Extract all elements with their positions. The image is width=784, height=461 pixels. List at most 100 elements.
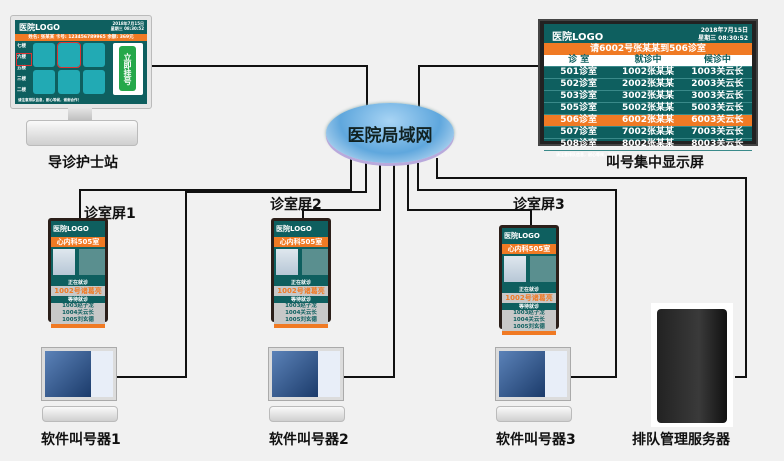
display-cell: 3002张某某 [621,91,675,101]
display-cell: 505诊室 [560,103,598,113]
waiting-title: 等待就诊 [67,297,88,303]
display-cell: 1003关云长 [691,67,744,77]
column-header: 候诊中 [703,55,731,65]
current-patient: 1002号诸葛亮 [502,293,556,303]
waiting-title: 等待就诊 [518,304,539,310]
screen-logo: 医院LOGO [19,23,60,32]
display-cell: 5003关云长 [691,103,744,113]
department-card[interactable] [58,70,80,94]
room-screen-3: 医院LOGO 心内科505室 正在就诊 1002号诸葛亮 等待就诊 1003赵子… [499,225,559,335]
link-server [436,158,747,378]
waiting-patient: 1005刘玄德 [285,317,317,323]
display-cell: 8002张某某 [621,139,675,149]
register-panel: 立即挂号 [113,43,143,95]
doctor-info [529,256,556,282]
register-button[interactable]: 立即挂号 [119,46,136,91]
link-central-display [418,65,538,108]
waiting-patient: 1005刘玄德 [513,324,545,330]
department-card[interactable] [33,43,55,67]
keyboard-icon [26,120,138,146]
nurse-station-label: 导诊护士站 [48,155,118,171]
room-screen-logo: 医院LOGO [504,232,540,240]
waiting-patient: 1003赵子龙 [62,303,94,309]
central-display-screen: 医院LOGO 2018年7月15日 星期三 08:30:52 请6002号张某某… [538,19,758,157]
doctor-photo [504,256,526,282]
caller-app-window[interactable] [91,351,113,397]
monitor-stand [68,107,92,121]
waiting-patient: 1004关云长 [62,310,94,316]
room-name: 心内科505室 [502,244,556,254]
column-header: 诊 室 [568,55,590,65]
server-tower-icon [651,303,733,427]
floor-item[interactable]: 七楼 [17,44,26,49]
caller-3-monitor [495,347,571,401]
room-screen-2-label: 诊室屏2 [270,197,322,213]
waiting-patient: 1005刘玄德 [62,317,94,323]
caller-app-window[interactable] [545,351,567,397]
current-patient: 1002号诸葛亮 [51,286,105,296]
display-footer: 请注意排队信息，耐心等候，谢谢合作！ [556,152,628,157]
keyboard-icon [42,406,118,422]
display-cell: 2003关云长 [691,79,744,89]
display-cell: 8003关云长 [691,139,744,149]
department-card[interactable] [33,70,55,94]
room-screen-logo: 医院LOGO [276,225,312,233]
display-cell: 1002张某某 [621,67,675,77]
display-time: 星期三 08:30:52 [698,35,748,42]
waiting-patient: 1003赵子龙 [513,310,545,316]
current-title: 正在就诊 [518,287,539,293]
link-room-screen-3 [407,163,532,225]
caller-3-label: 软件叫号器3 [496,432,576,448]
floor-item[interactable]: 三楼 [17,77,26,82]
floor-item[interactable]: 六楼 [16,53,32,66]
room-name: 心内科505室 [274,237,328,247]
link-room-screen-2 [302,163,381,218]
nurse-station-monitor: 医院LOGO 2018年7月15日 星期三 08:30:52 姓名: 张某某 卡… [10,15,152,109]
display-cell: 7003关云长 [691,127,744,137]
link-caller-2 [341,165,395,378]
room-screen-2: 医院LOGO 心内科505室 正在就诊 1002号诸葛亮 等待就诊 1003赵子… [271,218,331,328]
display-cell: 6003关云长 [691,115,744,125]
screen-time: 星期三 08:30:52 [110,26,144,31]
display-row: 505诊室 5002张某某 5003关云长 [544,103,752,115]
waiting-patient: 1004关云长 [513,317,545,323]
caller-1-monitor [41,347,117,401]
display-date: 2018年7月15日 [700,27,748,34]
screen-date: 2018年7月15日 [112,21,144,26]
caller-2-monitor [268,347,344,401]
link-caller-1 [116,163,367,378]
floor-item[interactable]: 五楼 [17,66,26,71]
display-cell: 506诊室 [560,115,598,125]
central-display-label: 叫号集中显示屏 [606,155,704,171]
room-name: 心内科505室 [51,237,105,247]
display-cell: 2002张某某 [621,79,675,89]
current-title: 正在就诊 [67,280,88,286]
display-cell: 5002张某某 [621,103,675,113]
keyboard-icon [269,406,345,422]
server-label: 排队管理服务器 [632,432,730,448]
department-card[interactable] [57,42,81,68]
caller-app-window[interactable] [318,351,340,397]
caller-2-label: 软件叫号器2 [269,432,349,448]
keyboard-icon [496,406,572,422]
waiting-title: 等待就诊 [290,297,311,303]
link-nurse-station [150,65,368,108]
room-screen-3-label: 诊室屏3 [513,197,565,213]
hospital-lan-hub: 医院局域网 [326,103,454,163]
floor-item[interactable]: 二楼 [17,88,26,93]
department-card[interactable] [83,70,105,94]
doctor-info [301,249,328,275]
current-patient: 1002号诸葛亮 [274,286,328,296]
display-cell: 508诊室 [560,139,598,149]
hub-label: 医院局域网 [347,125,433,146]
doctor-info [78,249,105,275]
display-cell: 7002张某某 [621,127,675,137]
waiting-patient: 1004关云长 [285,310,317,316]
doctor-photo [53,249,75,275]
department-card[interactable] [83,43,105,67]
